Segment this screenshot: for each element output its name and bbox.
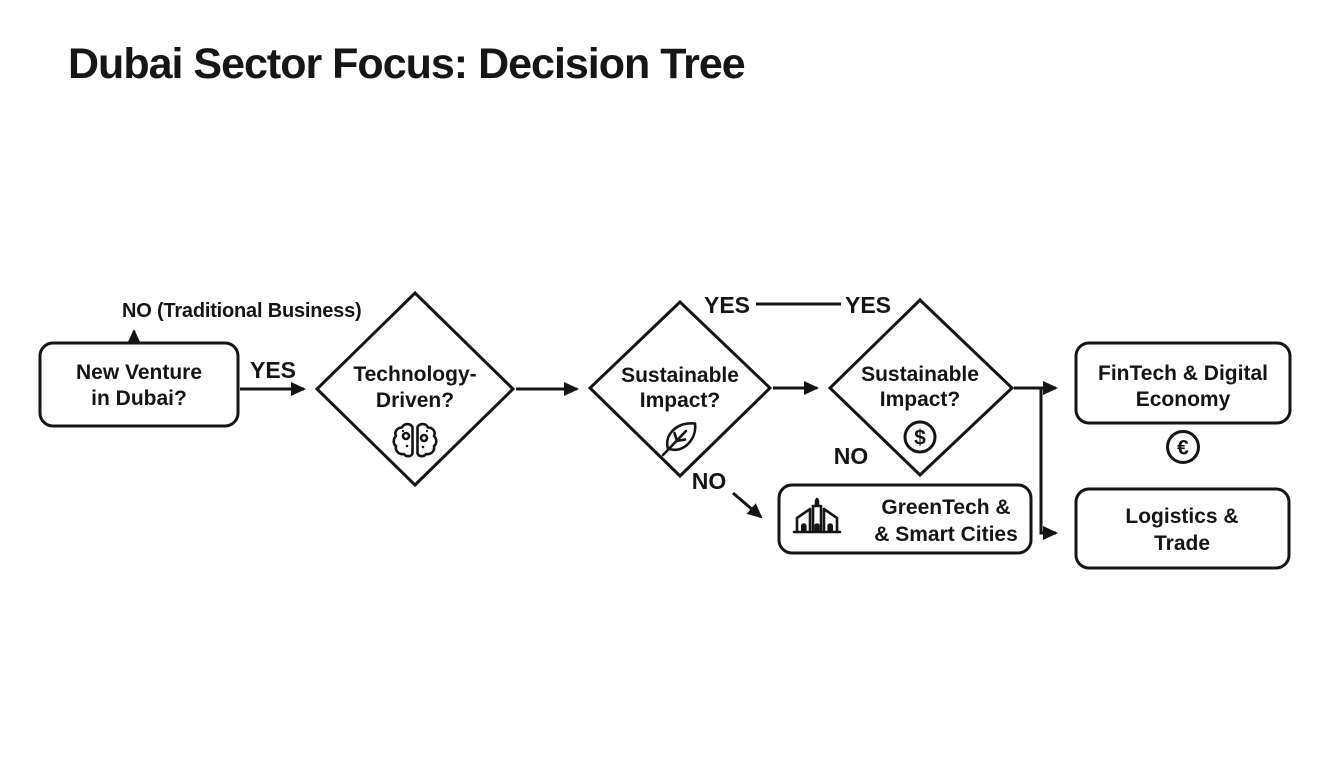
edge-sustain-fin-to-logistics (1039, 388, 1058, 540)
node-greentech-label-2: & Smart Cities (874, 523, 1018, 546)
edge-label-yes-start: YES (250, 357, 296, 383)
leaf-icon (661, 422, 697, 457)
node-sustainable-impact-fin: Sustainable Impact? $ (827, 297, 1015, 478)
node-greentech-box (777, 483, 1033, 555)
node-logistics: Logistics & Trade (1074, 487, 1291, 570)
node-fintech: FinTech & Digital Economy € (1074, 341, 1292, 464)
node-logistics-label-1: Logistics & (1125, 505, 1238, 528)
edge-label-no-traditional: NO (Traditional Business) (122, 300, 361, 322)
node-greentech: GreenTech & & Smart Cities (777, 483, 1033, 555)
node-start: New Venture in Dubai? (38, 341, 240, 428)
node-sustainable-impact-fin-diamond (827, 297, 1015, 478)
node-fintech-box (1074, 341, 1292, 425)
node-technology-driven: Technology- Driven? (314, 290, 516, 488)
node-start-label-1: New Venture (76, 361, 202, 384)
page-title: Dubai Sector Focus: Decision Tree (68, 40, 746, 88)
edge-label-no-fin: NO (834, 443, 869, 469)
dollar-glyph: $ (914, 427, 926, 450)
node-technology-driven-label-2: Driven? (376, 389, 454, 412)
node-fintech-label-1: FinTech & Digital (1098, 362, 1268, 385)
edges (127, 302, 1058, 540)
building-icon (792, 497, 842, 534)
edge-no-to-greentech (732, 491, 763, 519)
node-sustainable-impact-green-label-2: Impact? (640, 389, 721, 412)
node-fintech-label-2: Economy (1136, 388, 1231, 411)
node-technology-driven-label-1: Technology- (353, 363, 476, 386)
node-sustainable-impact-green-label-1: Sustainable (621, 364, 739, 387)
node-sustainable-impact-green-diamond (587, 299, 773, 479)
node-start-box (38, 341, 240, 428)
euro-glyph: € (1177, 437, 1189, 460)
node-sustainable-impact-fin-label-2: Impact? (880, 388, 961, 411)
node-greentech-label-1: GreenTech & (881, 496, 1010, 519)
edge-label-no-green: NO (692, 468, 727, 494)
node-technology-driven-diamond (314, 290, 516, 488)
euro-circle-icon: € (1166, 430, 1200, 464)
brain-icon (392, 422, 438, 458)
node-sustainable-impact-fin-label-1: Sustainable (861, 363, 979, 386)
edge-label-yes-left: YES (704, 292, 750, 318)
node-logistics-box (1074, 487, 1291, 570)
node-logistics-label-2: Trade (1154, 532, 1210, 555)
edge-label-yes-right: YES (845, 292, 891, 318)
dollar-circle-icon: $ (903, 420, 937, 454)
node-start-label-2: in Dubai? (91, 387, 187, 410)
node-sustainable-impact-green: Sustainable Impact? (587, 299, 773, 479)
